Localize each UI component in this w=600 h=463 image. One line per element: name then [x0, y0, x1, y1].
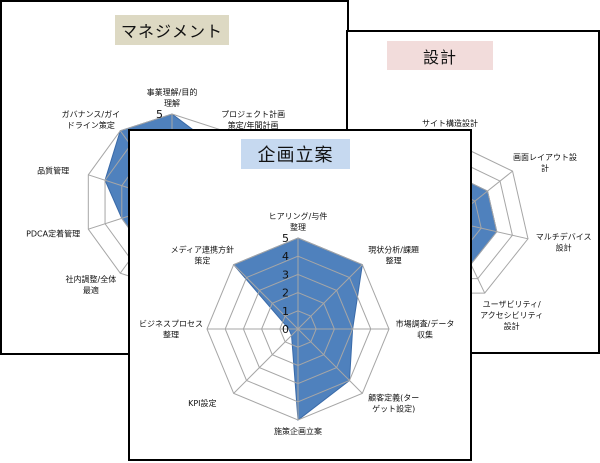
axis-spoke — [297, 328, 363, 394]
axis-label-line: 顧客定義(ター — [368, 393, 419, 403]
tick-label: 5 — [156, 108, 163, 121]
planning-chart-panel: ヒアリング/与件整理現状分析/課題整理市場調査/データ収集顧客定義(ターゲット設… — [128, 129, 472, 461]
axis-label-line: KPI設定 — [188, 398, 216, 408]
axis-label-line: ゲット設定) — [372, 404, 415, 414]
axis-label-line: 策定/年間計画 — [228, 120, 279, 130]
axis-label: 品質管理 — [37, 165, 69, 175]
axis-label: ユーザビリティ/アクセシビリティ設計 — [480, 300, 543, 331]
axis-label-line: 整理 — [163, 330, 179, 340]
axis-label-line: 画面レイアウト設 — [513, 152, 577, 162]
axis-label-line: 現状分析/課題 — [368, 244, 419, 254]
axis-label-line: マルチデバイス — [536, 231, 592, 241]
tick-label: 4 — [282, 250, 289, 263]
axis-label-line: アクセシビリティ — [480, 311, 543, 320]
axis-label-line: 市場調査/データ — [396, 319, 455, 329]
axis-label-line: 事業理解/目的 — [147, 87, 198, 97]
axis-label: 市場調査/データ収集 — [396, 319, 455, 340]
axis-spoke — [233, 264, 299, 330]
axis-label: 顧客定義(ターゲット設定) — [368, 393, 419, 414]
tick-label: 2 — [282, 287, 289, 300]
axis-label-line: プロジェクト計画 — [221, 109, 285, 119]
axis-label: KPI設定 — [188, 398, 216, 408]
axis-label-line: 整理 — [386, 255, 402, 265]
axis-label-line: ユーザビリティ/ — [483, 300, 541, 309]
axis-label: PDCA定着管理 — [26, 229, 80, 239]
axis-label-line: 計 — [541, 163, 549, 173]
axis-label: マルチデバイス設計 — [536, 231, 592, 252]
axis-label-line: PDCA定着管理 — [26, 229, 80, 239]
tick-label: 1 — [282, 305, 289, 318]
tick-label: 3 — [282, 268, 289, 281]
axis-label: ヒアリング/与件整理 — [269, 211, 328, 232]
axis-label-line: ビジネスプロセス — [139, 320, 203, 329]
axis-label: メディア連携方針策定 — [171, 244, 234, 265]
axis-label-line: メディア連携方針 — [171, 244, 234, 254]
axis-label-line: 収集 — [417, 330, 433, 340]
axis-label: サイト構造設計 — [422, 118, 478, 128]
axis-label-line: 社内調整/全体 — [66, 274, 117, 284]
axis-label-line: 設計 — [504, 321, 520, 331]
axis-label-line: 施策企画立案 — [274, 426, 322, 436]
axis-label: 施策企画立案 — [274, 426, 322, 436]
axis-label: ガバナンス/ガイドライン策定 — [62, 109, 121, 130]
axis-label-line: 理解 — [164, 98, 180, 108]
design-chart-title: 設計 — [387, 41, 493, 70]
axis-label: 事業理解/目的理解 — [147, 87, 198, 108]
axis-spoke — [233, 328, 299, 394]
planning-chart-title: 企画立案 — [241, 139, 350, 169]
axis-label: 画面レイアウト設計 — [513, 152, 577, 173]
management-chart-title: マネジメント — [115, 15, 229, 45]
axis-label: 社内調整/全体最適 — [66, 274, 117, 295]
axis-label: ビジネスプロセス整理 — [139, 320, 203, 340]
axis-label-line: 策定 — [194, 255, 210, 265]
axis-label-line: 整理 — [290, 222, 306, 232]
axis-label-line: ドライン策定 — [67, 120, 115, 130]
axis-label-line: 品質管理 — [37, 165, 69, 175]
planning-radar-chart: ヒアリング/与件整理現状分析/課題整理市場調査/データ収集顧客定義(ターゲット設… — [139, 211, 455, 436]
axis-label-line: ガバナンス/ガイ — [62, 109, 121, 119]
axis-label: プロジェクト計画策定/年間計画 — [221, 109, 285, 130]
axis-label-line: ヒアリング/与件 — [269, 211, 328, 221]
axis-spoke — [297, 264, 363, 330]
axis-label: 現状分析/課題整理 — [368, 244, 419, 265]
tick-label: 0 — [282, 323, 289, 336]
tick-label: 5 — [282, 232, 289, 245]
axis-label-line: サイト構造設計 — [422, 118, 478, 128]
axis-label-line: 最適 — [83, 285, 99, 295]
axis-label-line: 設計 — [556, 242, 572, 252]
